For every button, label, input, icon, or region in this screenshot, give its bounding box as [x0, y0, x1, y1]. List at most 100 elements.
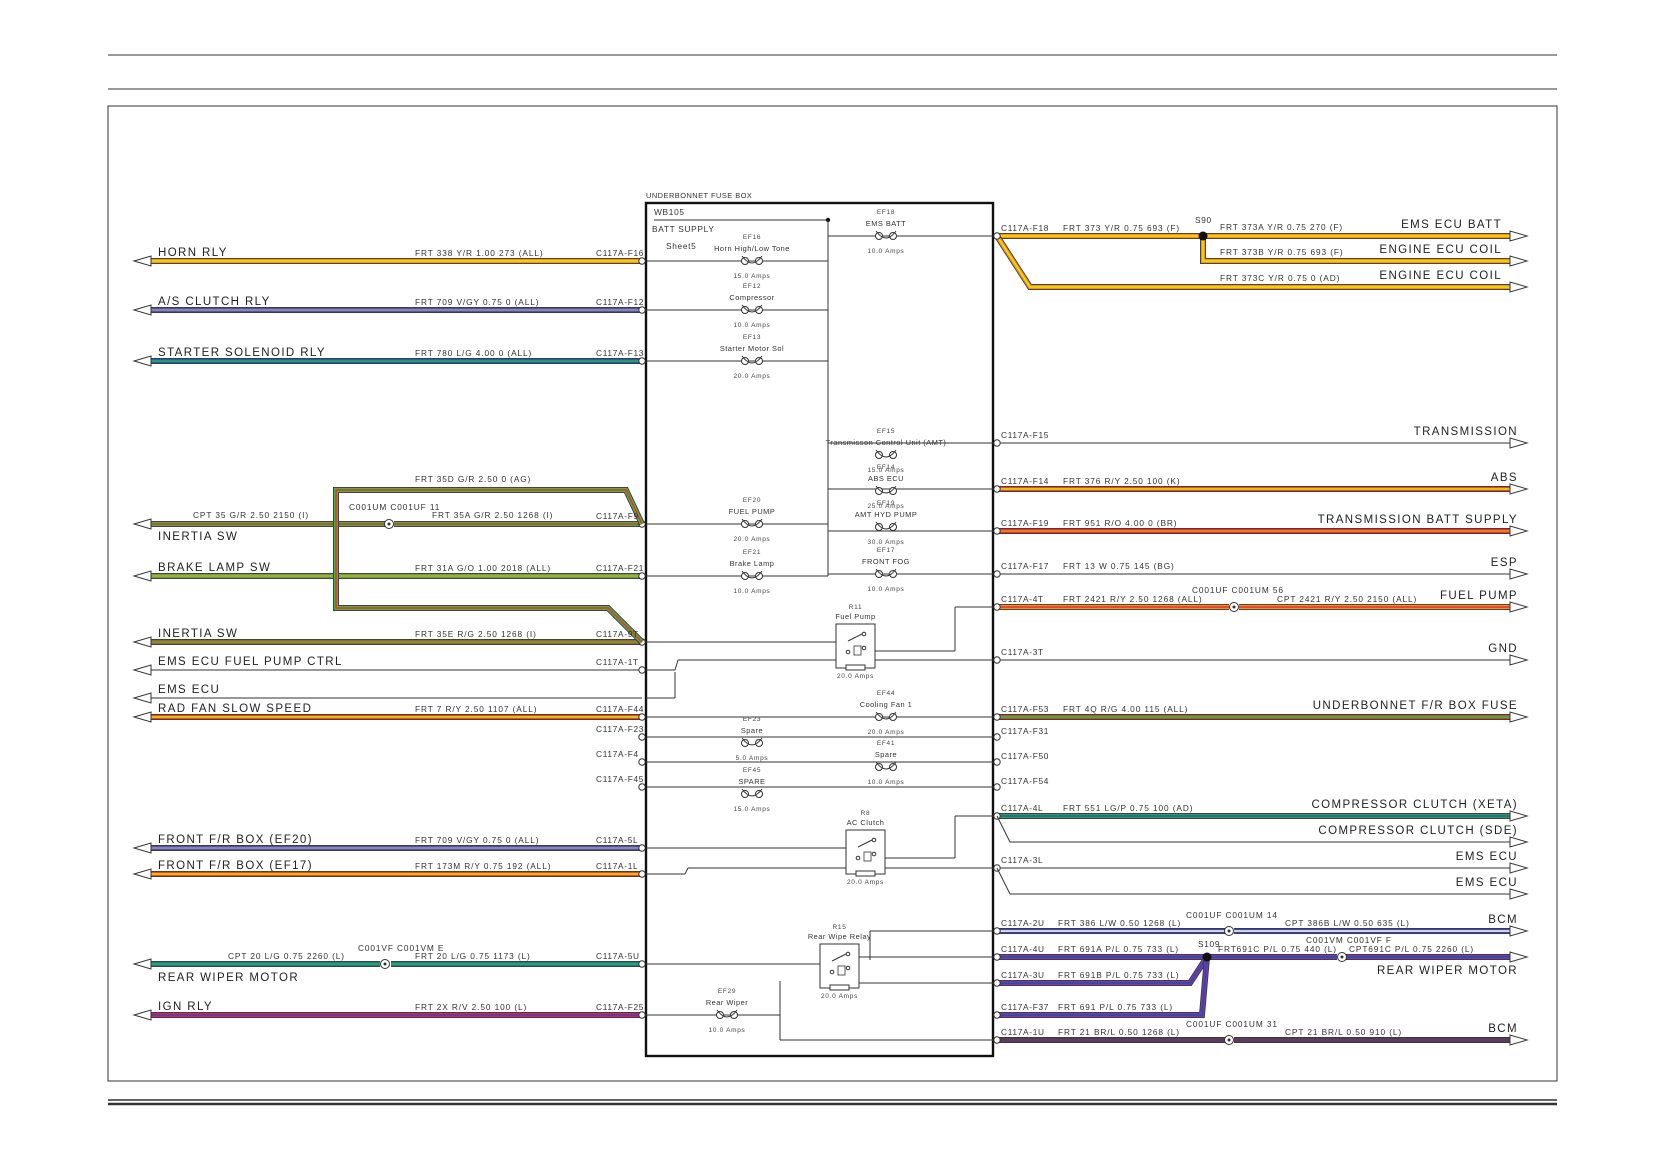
ems-batt-code: FRT 373 Y/R 0.75 693 (F): [1063, 223, 1180, 233]
right-wire-4-pin: [993, 656, 1001, 664]
ems-batt-splice-label: S90: [1195, 215, 1212, 225]
fuse-right-3-b: [889, 523, 897, 531]
right-wire-1-code: FRT 376 R/Y 2.50 100 (K): [1063, 476, 1181, 486]
fuel-pump-right-pin: [993, 603, 1001, 611]
ems-batt-branch-code-2: FRT 373C Y/R 0.75 0 (AD): [1220, 273, 1340, 283]
right-wire-2-conn: C117A-F19: [1001, 518, 1049, 528]
right-wire-6-code: FRT 551 LG/P 0.75 100 (AD): [1063, 803, 1193, 813]
page-frame: [107, 54, 1558, 1106]
bcm-top-conn: C117A-2U: [1001, 918, 1045, 928]
left-wire-2-pin: [638, 357, 646, 365]
fuse-right-6-name: Spare: [875, 750, 897, 759]
left-wire-6-label: FRONT F/R BOX (EF20): [158, 834, 313, 846]
fuse-left-0-id: EF16: [743, 234, 761, 241]
left-wire-4-label: INERTIA SW: [158, 628, 238, 640]
left-plain-0-pin: [638, 666, 646, 674]
relay-fuel-pump-switch: [847, 633, 863, 642]
right-wire-7-label: COMPRESSOR CLUTCH (SDE): [1318, 825, 1518, 837]
fuse-right-5-id: EF44: [877, 690, 895, 697]
right-spare-2-pin: [993, 783, 1001, 791]
right-wire-8-conn: C117A-3L: [1001, 855, 1043, 865]
ems-batt-b-stripe: [1202, 236, 1511, 262]
relay-ac-clutch-coil: [863, 851, 872, 862]
inertia-wire-left-code: CPT 35 G/R 2.50 2150 (I): [193, 510, 309, 520]
left-wire-1-pin: [638, 306, 646, 314]
rear-wiper-right-code-2: FRT 691 P/L 0.75 733 (L): [1058, 1002, 1173, 1012]
right-wire-4-arrow: [1509, 654, 1529, 666]
rear-wiper-right-label: REAR WIPER MOTOR: [1377, 965, 1518, 977]
ems-batt-arrow-2: [1509, 281, 1529, 293]
fuse-right-0-link: [875, 230, 897, 239]
bcm-bottom-cpt-code: CPT 21 BR/L 0.50 910 (L): [1285, 1027, 1402, 1037]
right-wire-3-code: FRT 13 W 0.75 145 (BG): [1063, 561, 1175, 571]
fuse-left-2-link: [741, 355, 763, 364]
fuse-right-1-a: [875, 451, 883, 459]
rear-wiper-left-left-code: CPT 20 L/G 0.75 2260 (L): [228, 951, 345, 961]
left-wire-7-arrow: [132, 868, 152, 880]
fuse-left-7-b: [730, 1011, 738, 1019]
fuse-left-1-b: [755, 306, 763, 314]
bcm-top-inline-label: C001UF C001UM 14: [1186, 910, 1278, 920]
internal-line: [674, 659, 679, 671]
ems-batt-splice: [1198, 231, 1208, 241]
left-wire-5-pin: [638, 713, 646, 721]
inertia-wire-right-code: FRT 35A G/R 2.50 1268 (I): [432, 510, 553, 520]
fuse-left-5-name: Spare: [741, 726, 763, 735]
fuse-left-6-name: SPARE: [738, 777, 765, 786]
rear-wiper-right-inline-label: C001VM C001VF F: [1306, 935, 1392, 945]
fuse-layer: [716, 230, 897, 1019]
fuse-left-3-link: [741, 518, 763, 527]
right-wire-6-arrow: [1509, 810, 1529, 822]
left-wire-8-code: FRT 2X R/V 2.50 100 (L): [415, 1002, 527, 1012]
underbonnet-fuse-box: UNDERBONNET FUSE BOX WB105 BATT SUPPLY S…: [644, 191, 995, 1058]
right-wire-2-label: TRANSMISSION BATT SUPPLY: [1318, 514, 1518, 526]
ems-batt-branch-label-1: ENGINE ECU COIL: [1379, 244, 1502, 256]
right-wire-9-arrow: [1509, 888, 1529, 900]
fuse-right-2-b: [889, 487, 897, 495]
fuse-right-2-amps: 25.0 Amps: [867, 503, 904, 510]
left-wire-8-pin: [638, 1011, 646, 1019]
left-plain-1-arrow: [132, 692, 152, 704]
ems-batt-branch-label-0: EMS ECU BATT: [1401, 219, 1502, 231]
fuse-right-6-link: [875, 761, 897, 770]
right-wire-5-pin: [993, 713, 1001, 721]
left-wire-3-arrow: [132, 570, 152, 582]
right-wire-8-arrow: [1509, 862, 1529, 874]
fuse-right-1-b: [889, 451, 897, 459]
fuse-box-title: UNDERBONNET FUSE BOX: [646, 191, 752, 200]
bcm-top-inline-pin: [1227, 929, 1231, 933]
right-wire-1-arrow: [1509, 483, 1529, 495]
left-wire-0-arrow: [132, 255, 152, 267]
fuse-left-5-link: [741, 737, 763, 746]
left-plain-2-pin: [638, 733, 646, 741]
left-wire-0-pin: [638, 257, 646, 265]
left-plain-0-conn: C117A-1T: [596, 657, 639, 667]
right-wire-2-arrow: [1509, 525, 1529, 537]
inertia-loop-stripe: [335, 489, 643, 643]
left-wire-6-pin: [638, 844, 646, 852]
left-wire-5-label: RAD FAN SLOW SPEED: [158, 703, 312, 715]
left-wire-4-conn: C117A-9T: [596, 629, 639, 639]
relay-fuel-pump-coil: [853, 645, 862, 656]
fuse-left-0-link: [741, 255, 763, 264]
fuse-left-7-amps: 10.0 Amps: [708, 1027, 745, 1034]
ems-batt-branch-label-2: ENGINE ECU COIL: [1379, 270, 1502, 282]
fuse-left-1-id: EF12: [743, 283, 761, 290]
rear-wiper-right-frt-code: FRT691C P/L 0.75 440 (L): [1218, 944, 1337, 954]
rear-wiper-right-splice-label: S109: [1198, 939, 1220, 949]
rear-wiper-right-c-stripe: [997, 956, 1208, 1016]
rear-wiper-left-inline-label: C001VF C001VM E: [358, 943, 444, 953]
fuse-right-3-amps: 30.0 Amps: [867, 539, 904, 546]
fuse-left-3-name: FUEL PUMP: [729, 507, 776, 516]
left-wire-7-code: FRT 173M R/Y 0.75 192 (ALL): [415, 861, 551, 871]
right-wire-6-conn: C117A-4L: [1001, 803, 1043, 813]
fuse-left-2-name: Starter Motor Sol: [720, 344, 784, 353]
right-wire-5-code: FRT 4Q R/G 4.00 115 (ALL): [1063, 704, 1188, 714]
relay-fuel-pump-base: [845, 664, 866, 671]
rear-wiper-right-conn-2: C117A-F37: [1001, 1002, 1049, 1012]
rear-wiper-left-right-code: FRT 20 L/G 0.75 1173 (L): [415, 951, 531, 961]
left-wire-4-arrow: [132, 636, 152, 648]
fuse-right-4-name: FRONT FOG: [862, 557, 910, 566]
relay-fuel-pump-name: Fuel Pump: [835, 612, 875, 621]
relay-ac-clutch-contact: [871, 837, 877, 843]
